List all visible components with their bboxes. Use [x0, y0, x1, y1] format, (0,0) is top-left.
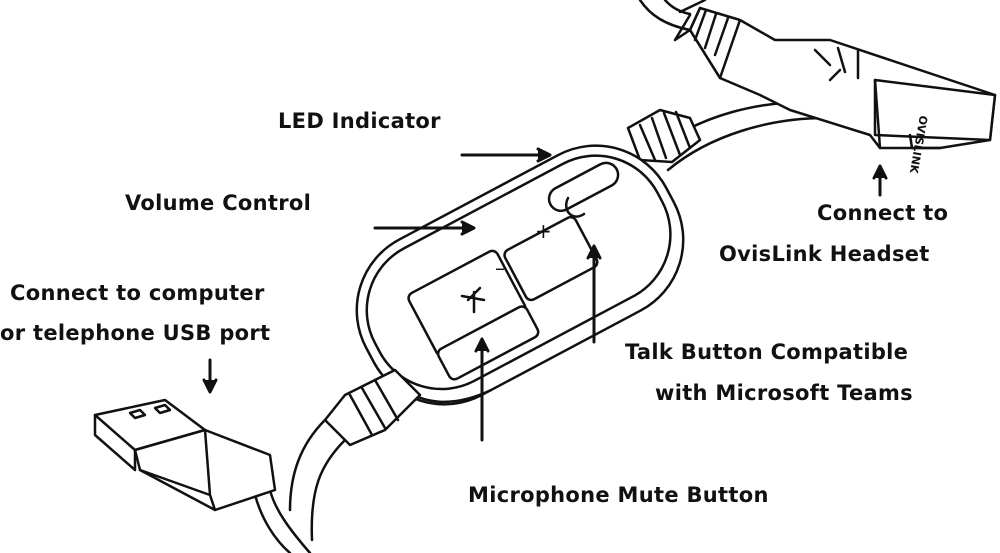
volume-minus-symbol: – [495, 256, 505, 280]
volume-control-label: Volume Control [125, 191, 312, 215]
usb-label-line2: or telephone USB port [0, 321, 271, 345]
phone-icon [565, 196, 586, 218]
talk-label-line1: Talk Button Compatible [625, 340, 909, 364]
talk-button[interactable] [502, 215, 599, 302]
inline-control-unit: + – [355, 144, 685, 406]
talk-label-line2: with Microsoft Teams [655, 381, 913, 405]
led-indicator-label: LED Indicator [278, 109, 441, 133]
headset-label-line1: Connect to [817, 201, 949, 225]
mic-mute-icon [460, 286, 486, 314]
usb-cable [253, 368, 422, 553]
callout-arrows [202, 147, 888, 442]
usb-label-line1: Connect to computer [10, 281, 265, 305]
mute-button[interactable] [436, 304, 540, 381]
led-indicator [547, 161, 620, 213]
usb-plug [93, 398, 277, 512]
headset-connector: OVISLINK [673, 0, 997, 175]
mute-button-label: Microphone Mute Button [468, 483, 769, 507]
volume-plus-symbol: + [535, 219, 552, 243]
headset-label-line2: OvisLink Headset [719, 242, 930, 266]
